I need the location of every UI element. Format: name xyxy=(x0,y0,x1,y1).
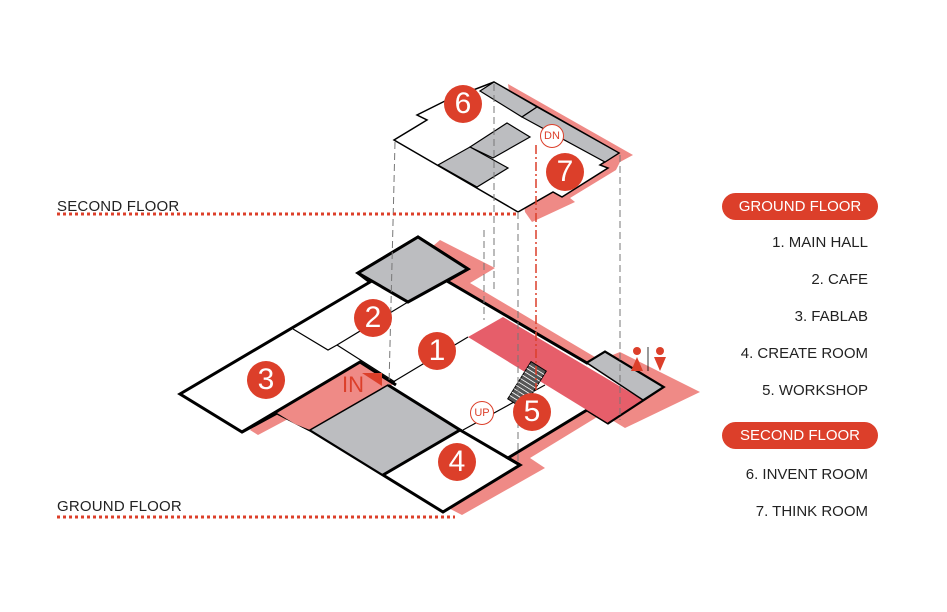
up-stairs-tag: UP xyxy=(470,401,494,425)
marker-6: 6 xyxy=(444,85,482,123)
legend-ground-floor-header: GROUND FLOOR xyxy=(722,193,878,220)
legend-item: 2. CAFE xyxy=(811,271,868,288)
legend-item: 6. INVENT ROOM xyxy=(745,466,868,483)
wall-line xyxy=(241,360,397,434)
marker-3: 3 xyxy=(247,361,285,399)
legend-item: 1. MAIN HALL xyxy=(772,234,868,251)
marker-7: 7 xyxy=(546,153,584,191)
legend-item: 3. FABLAB xyxy=(794,308,868,325)
restroom-icon xyxy=(631,347,666,371)
down-stairs-tag: DN xyxy=(540,124,564,148)
entrance-arrow-icon xyxy=(362,373,382,386)
marker-5: 5 xyxy=(513,393,551,431)
marker-1: 1 xyxy=(418,332,456,370)
entrance-pink-area xyxy=(277,362,394,430)
legend-item: 5. WORKSHOP xyxy=(762,382,868,399)
restroom-gray xyxy=(585,351,665,401)
legend-second-floor-header: SECOND FLOOR xyxy=(722,422,878,449)
red-corridor xyxy=(468,317,643,423)
second-floor-gray-rooms xyxy=(436,81,621,188)
second-floor-label: SECOND FLOOR xyxy=(57,198,180,215)
legend-item: 4. CREATE ROOM xyxy=(740,345,868,362)
entrance-label: IN xyxy=(342,372,364,397)
wall-line xyxy=(459,428,521,467)
legend-item: 7. THINK ROOM xyxy=(755,503,868,520)
projection-lines xyxy=(388,84,621,462)
marker-4: 4 xyxy=(438,443,476,481)
marker-2: 2 xyxy=(354,299,392,337)
ground-floor-label: GROUND FLOOR xyxy=(57,498,182,515)
